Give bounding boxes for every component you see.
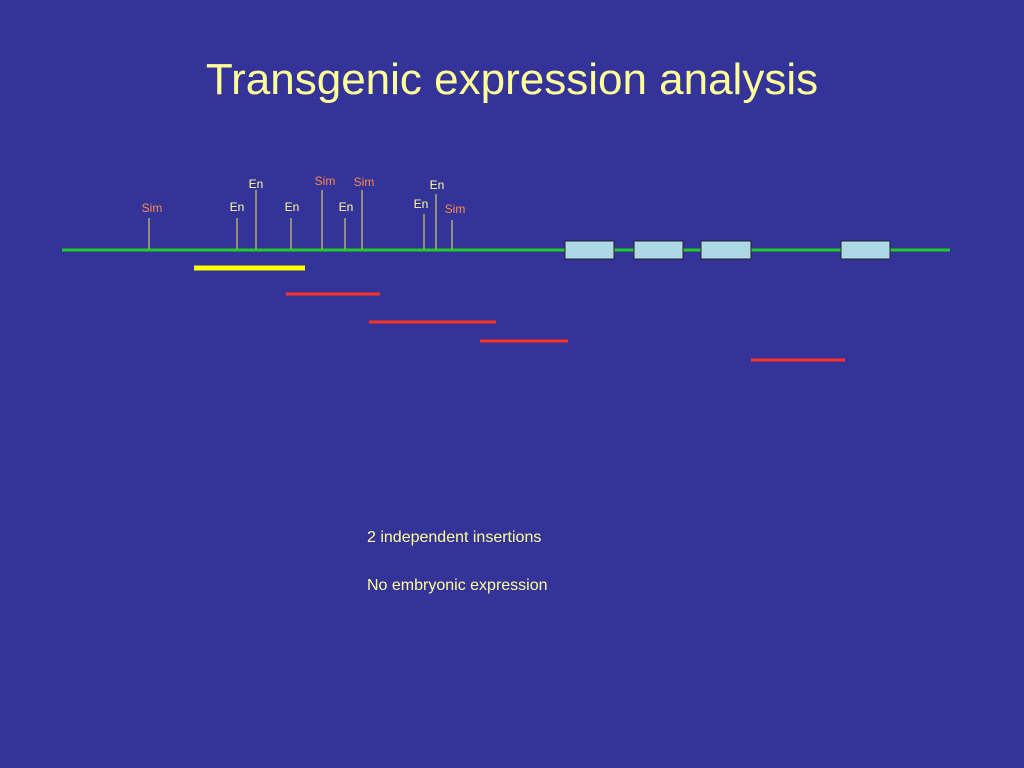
site-label-en: En: [285, 200, 300, 214]
site-label-en: En: [414, 197, 429, 211]
site-label-sim: Sim: [445, 202, 466, 216]
exon-box: [564, 240, 615, 260]
exon-box: [700, 240, 752, 260]
note-expression: No embryonic expression: [367, 577, 548, 594]
exon-box: [633, 240, 684, 260]
site-label-sim: Sim: [142, 201, 163, 215]
site-label-en: En: [339, 200, 354, 214]
site-label-en: En: [230, 200, 245, 214]
site-label-sim: Sim: [354, 175, 375, 189]
site-label-en: En: [430, 178, 445, 192]
note-insertions: 2 independent insertions: [367, 529, 542, 546]
site-label-en: En: [249, 177, 264, 191]
site-label-sim: Sim: [315, 174, 336, 188]
notes: 2 independent insertions No embryonic ex…: [367, 528, 548, 624]
slide-title: Transgenic expression analysis: [205, 55, 819, 104]
exon-box: [840, 240, 891, 260]
